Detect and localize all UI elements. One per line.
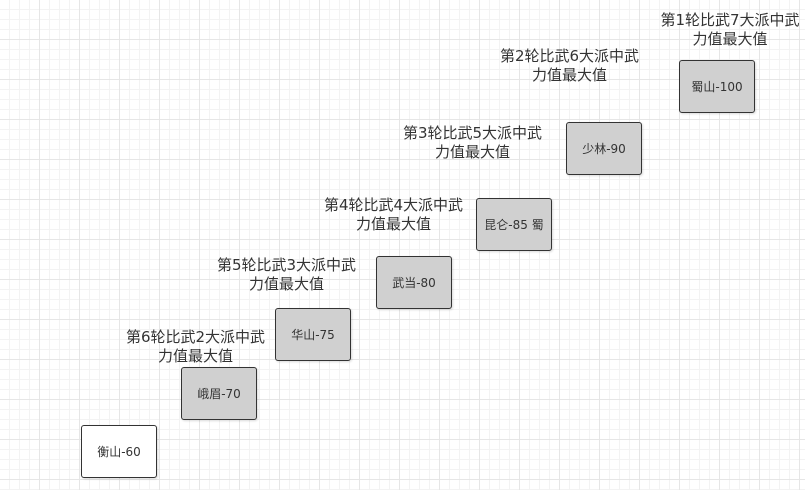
round-4-line2: 力值最大值 (355, 215, 431, 233)
round-4-line1: 第4轮比武4大派中武 (323, 196, 464, 214)
round-1-line1: 第1轮比武7大派中武 (660, 11, 800, 29)
round-5-line2: 力值最大值 (248, 275, 324, 293)
round-5-label: 第5轮比武3大派中武 力值最大值 (209, 256, 364, 294)
box-emei[interactable]: 峨眉-70 (181, 367, 257, 420)
round-2-label: 第2轮比武6大派中武 力值最大值 (492, 47, 647, 85)
box-shushan-label: 蜀山-100 (691, 80, 743, 94)
box-shaolin[interactable]: 少林-90 (566, 122, 642, 175)
round-3-label: 第3轮比武5大派中武 力值最大值 (395, 124, 550, 162)
box-kunlun[interactable]: 昆仑-85 蜀 (476, 198, 552, 251)
box-huashan-label: 华山-75 (291, 328, 335, 342)
round-1-line2: 力值最大值 (692, 30, 768, 48)
box-hengshan-label: 衡山-60 (97, 445, 141, 459)
box-emei-label: 峨眉-70 (197, 387, 241, 401)
box-kunlun-label: 昆仑-85 蜀 (484, 218, 544, 232)
box-wudang-label: 武当-80 (392, 276, 436, 290)
box-shushan[interactable]: 蜀山-100 (679, 60, 755, 113)
round-4-label: 第4轮比武4大派中武 力值最大值 (316, 196, 471, 234)
round-1-label: 第1轮比武7大派中武 力值最大值 (650, 11, 805, 49)
round-2-line2: 力值最大值 (531, 66, 607, 84)
box-huashan[interactable]: 华山-75 (275, 308, 351, 361)
round-3-line2: 力值最大值 (434, 143, 510, 161)
round-3-line1: 第3轮比武5大派中武 (402, 124, 543, 142)
round-6-line2: 力值最大值 (157, 347, 233, 365)
round-6-label: 第6轮比武2大派中武 力值最大值 (118, 328, 273, 366)
round-5-line1: 第5轮比武3大派中武 (216, 256, 357, 274)
box-wudang[interactable]: 武当-80 (376, 256, 452, 309)
round-6-line1: 第6轮比武2大派中武 (125, 328, 266, 346)
round-2-line1: 第2轮比武6大派中武 (499, 47, 640, 65)
box-hengshan[interactable]: 衡山-60 (81, 425, 157, 478)
box-shaolin-label: 少林-90 (582, 142, 626, 156)
